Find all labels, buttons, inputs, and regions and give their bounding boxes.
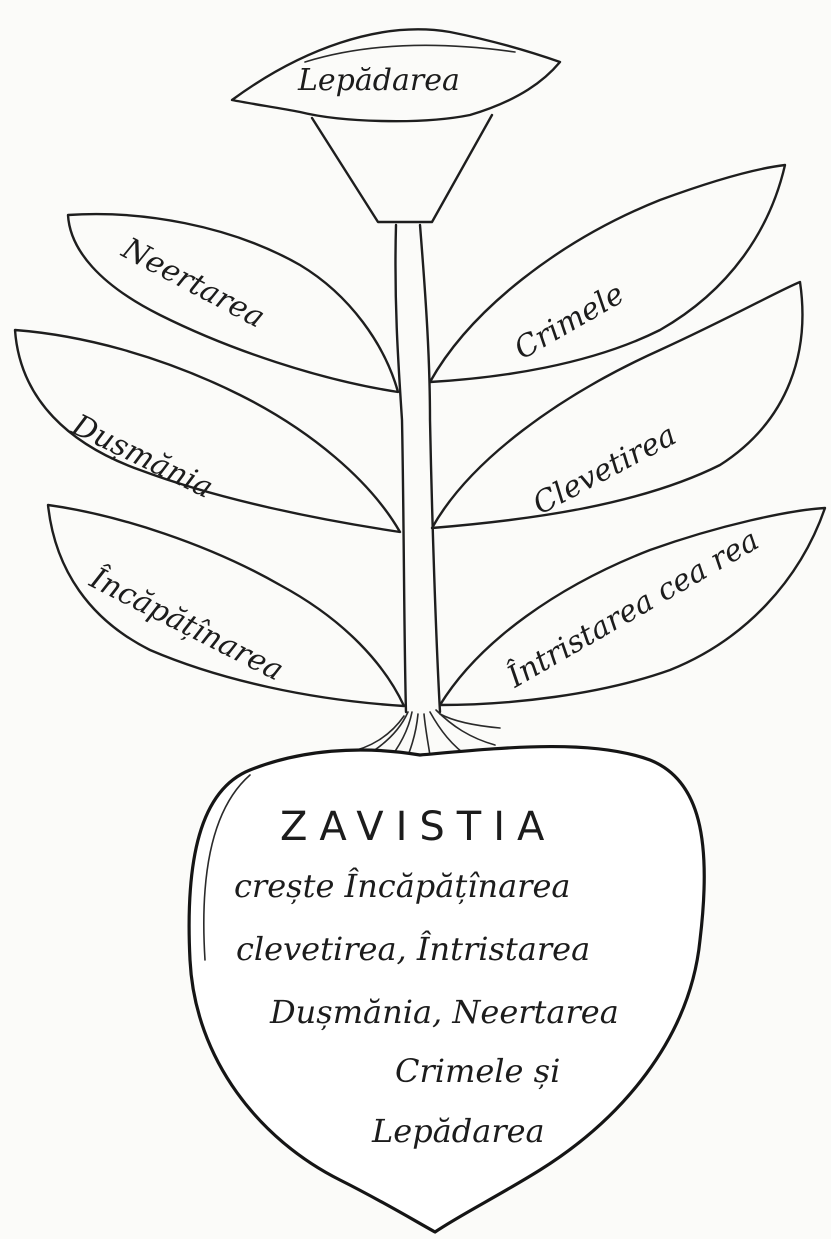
leaf-right-bottom-label: Întristarea cea rea (500, 522, 765, 696)
leaf-left-top-label: Neertarea (115, 231, 270, 336)
leaf-right-middle-label: Clevetirea (527, 418, 682, 522)
stem-right-edge (420, 225, 440, 712)
heart: ZAVISTIA crește Încăpățînarea clevetirea… (189, 747, 704, 1232)
stem-left-edge (395, 225, 406, 712)
leaf-left-top: Neertarea (68, 214, 398, 392)
leaf-right-top: Crimele (430, 165, 785, 382)
flower: Lepădarea (232, 29, 560, 222)
heart-line-4: Crimele și (395, 1052, 560, 1090)
leaf-right-middle: Clevetirea (432, 282, 802, 528)
flower-calyx (312, 115, 492, 222)
leaf-left-middle-label: Dușmănia (66, 407, 219, 505)
heart-line-1: crește Încăpățînarea (234, 867, 570, 905)
stem (395, 225, 440, 712)
flower-label: Lepădarea (297, 63, 460, 98)
heart-line-2: clevetirea, Întristarea (236, 930, 590, 968)
leaf-left-bottom: Încăpățînarea (48, 505, 404, 706)
leaf-left-middle: Dușmănia (15, 330, 400, 532)
leaf-left-bottom-label: Încăpățînarea (83, 560, 289, 689)
heart-line-3: Dușmănia, Neertarea (269, 993, 619, 1031)
flower-petal-inner-line (305, 45, 515, 62)
leaf-right-bottom: Întristarea cea rea (440, 508, 825, 705)
heart-line-5: Lepădarea (371, 1112, 545, 1150)
heart-title: ZAVISTIA (280, 804, 556, 850)
leaf-right-top-label: Crimele (509, 276, 631, 367)
